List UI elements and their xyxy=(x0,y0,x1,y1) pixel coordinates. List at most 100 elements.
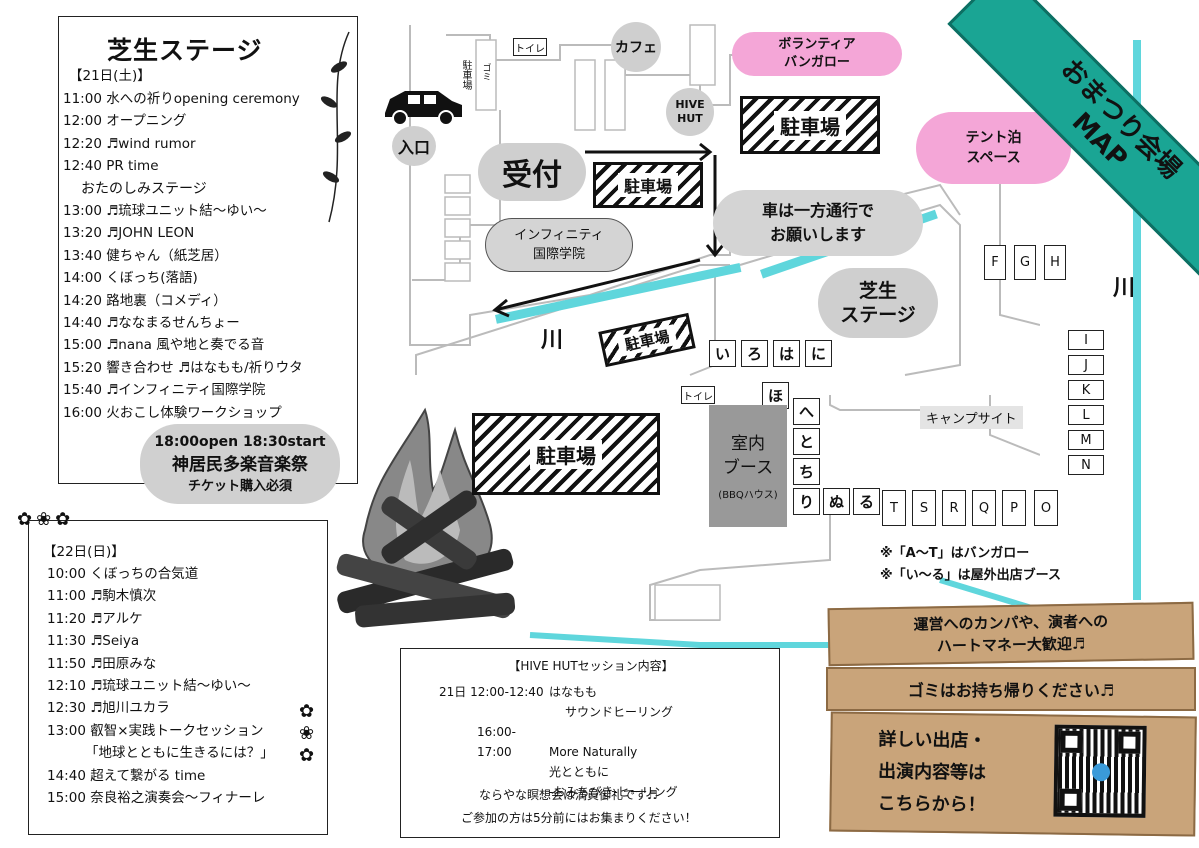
entrance-label: 入口 xyxy=(392,126,436,166)
volunteer-line: バンガロー xyxy=(784,55,850,70)
flower-decoration-icon: ✿❀✿ xyxy=(17,509,75,530)
campsite-label: キャンプサイト xyxy=(920,406,1023,429)
vine-decoration-icon xyxy=(320,31,352,223)
qr-code-icon[interactable] xyxy=(1053,724,1147,818)
stall-i: い xyxy=(709,340,736,367)
stage-line: ステージ xyxy=(840,304,916,326)
stage-line: 芝生 xyxy=(858,280,897,302)
stall-ha: は xyxy=(773,340,800,367)
bungalow-f: F xyxy=(984,245,1006,280)
hive-note-2: ご参加の方は5分前にはお集まりください！ xyxy=(461,811,697,825)
stage-map-label: 芝生 ステージ xyxy=(818,268,938,338)
bungalow-m: M xyxy=(1068,430,1104,450)
parking-label: 駐車場 xyxy=(616,323,678,357)
hive-session: More Naturally xyxy=(549,745,638,759)
schedule-item: 15:00 奈良裕之演奏会〜フィナーレ xyxy=(47,790,266,807)
hive-hut: HIVE HUT xyxy=(666,88,714,136)
schedule-item: 15:00 ♬nana 風や地と奏でる音 xyxy=(63,337,265,354)
bungalow-n: N xyxy=(1068,455,1104,475)
hive-note-1: ならやな瞑想会は満員御礼です♬ xyxy=(479,788,658,802)
map-title-ribbon-clip: おまつり会場 MAP xyxy=(900,0,1199,300)
parking-large: 駐車場 xyxy=(472,413,660,495)
board-info-text: 詳しい出店・ 出演内容等は こちらから！ xyxy=(877,724,986,821)
hive-session: -おみちびき-ヒーリング xyxy=(549,785,678,799)
schedule-item: 12:40 PR time xyxy=(63,158,159,175)
schedule-item: 12:20 ♬wind rumor xyxy=(63,135,196,152)
board-mid-plank: ゴミはお持ち帰りください♬ xyxy=(826,667,1196,711)
day1-list-a: 11:00 水への祈りopening ceremony 12:00 オープニング… xyxy=(63,88,300,178)
hive-session: サウンドヒーリング xyxy=(565,705,674,719)
schedule-item: 11:50 ♬田原みな xyxy=(47,655,157,672)
schedule-item: 12:10 ♬琉球ユニット結〜ゆい〜 xyxy=(47,678,251,695)
indoor-line: ブース xyxy=(722,457,774,478)
schedule-item: 11:20 ♬アルケ xyxy=(47,610,143,627)
toilet-upper: トイレ xyxy=(513,38,547,56)
otanoshimi-label: おたのしみステージ xyxy=(81,181,207,197)
side-parking-label: 駐車場 xyxy=(460,60,471,90)
tent-space: テント泊 スペース xyxy=(916,112,1071,184)
toilet-lower: トイレ xyxy=(681,386,715,404)
festival-note: チケット購入必須 xyxy=(187,479,292,494)
bbq-label: (BBQハウス) xyxy=(718,489,778,501)
parking-top-right: 駐車場 xyxy=(740,96,880,154)
bungalow-l: L xyxy=(1068,405,1104,425)
stall-ri: り xyxy=(793,488,820,515)
hive-line: HIVE xyxy=(675,98,705,111)
board-text: 詳しい出店・ xyxy=(878,729,987,752)
bungalow-r: R xyxy=(942,490,966,526)
bungalow-i: I xyxy=(1068,330,1104,350)
volunteer-line: ボランティア xyxy=(778,37,856,52)
hive-row: 光とともに xyxy=(439,762,678,782)
schedule-item: 11:30 ♬Seiya xyxy=(47,633,140,650)
board-text: ゴミはお持ち帰りください♬ xyxy=(907,681,1115,700)
schedule-item: 13:20 ♬JOHN LEON xyxy=(63,225,195,242)
day1-list-b: 13:00 ♬琉球ユニット結〜ゆい〜 13:20 ♬JOHN LEON 13:4… xyxy=(63,200,303,424)
river-label-right: 川 xyxy=(1113,276,1136,301)
river-vertical xyxy=(1133,40,1141,600)
tent-line: テント泊 xyxy=(965,130,1022,146)
hive-line: HUT xyxy=(677,112,703,125)
legend-stall: ※「い〜る」は屋外出店ブース xyxy=(880,568,1061,583)
stall-ho: ほ xyxy=(762,382,789,409)
oneway-line: お願いします xyxy=(769,225,866,244)
indoor-line: 室内 xyxy=(731,433,765,454)
schedule-item: 11:00 ♬駒木慎次 xyxy=(47,588,157,605)
schedule-item: 10:00 くぼっちの合気道 xyxy=(47,566,199,582)
hive-time: 21日 12:00-12:40 xyxy=(439,685,544,699)
hive-time: 16:00-17:00 xyxy=(477,725,516,759)
cafe-label: カフェ xyxy=(611,22,661,72)
hive-row: サウンドヒーリング xyxy=(439,702,678,722)
schedule-item: 14:40 超えて繋がる time xyxy=(47,767,206,784)
schedule-item: 13:00 叡智×実践トークセッション xyxy=(47,722,264,739)
schedule-item: 11:00 水への祈りopening ceremony xyxy=(63,91,300,107)
hive-session: 光とともに xyxy=(549,765,610,779)
stall-he: へ xyxy=(793,398,820,425)
festival-cloud: 18:00open 18:30start 神居民多楽音楽祭 チケット購入必須 xyxy=(140,424,340,504)
schedule-item: 12:30 ♬旭川ユカラ xyxy=(47,700,170,717)
infinity-line: インフィニティ xyxy=(514,228,604,243)
flower-decoration-icon: ✿❀✿ xyxy=(299,701,315,766)
stall-ru: る xyxy=(853,488,880,515)
schedule-item: 「地球とともに生きるには？」 xyxy=(85,745,274,762)
one-way-arrow-icon xyxy=(492,142,725,318)
indoor-booth: 室内 ブース (BBQハウス) xyxy=(709,405,787,527)
board-text: ハートマネー大歓迎♬ xyxy=(936,634,1086,656)
day2-header: 【22日(日)】 xyxy=(43,544,125,560)
day2-list: 10:00 くぼっちの合気道 11:00 ♬駒木慎次 11:20 ♬アルケ 11… xyxy=(47,563,274,809)
schedule-item: 14:40 ♬ななまるせんちょー xyxy=(63,315,240,332)
board-bottom-plank: 詳しい出店・ 出演内容等は こちらから！ xyxy=(829,711,1197,837)
festival-name: 神居民多楽音楽祭 xyxy=(172,455,308,475)
trash-label: ゴミ xyxy=(480,63,491,81)
schedule-item: 15:20 響き合わせ ♬はなもも/祈りウタ xyxy=(63,359,303,376)
day1-header: 【21日(土)】 xyxy=(69,68,151,84)
reception-label: 受付 xyxy=(478,143,586,201)
stall-to: と xyxy=(793,428,820,455)
stall-ni: に xyxy=(805,340,832,367)
bungalow-o: O xyxy=(1034,490,1058,526)
bungalow-t: T xyxy=(882,490,906,526)
bungalow-k: K xyxy=(1068,380,1104,400)
stall-ro: ろ xyxy=(741,340,768,367)
day2-schedule-panel: 【22日(日)】 10:00 くぼっちの合気道 11:00 ♬駒木慎次 11:2… xyxy=(17,509,328,835)
